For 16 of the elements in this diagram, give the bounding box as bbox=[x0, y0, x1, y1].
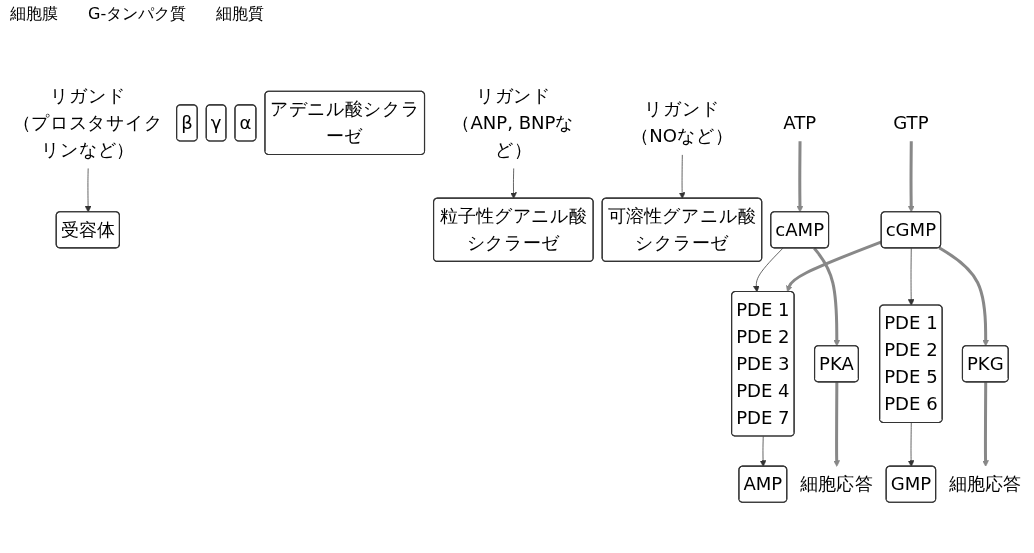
node-text: 細胞応答 bbox=[800, 473, 873, 495]
arrow bbox=[796, 141, 804, 213]
arrow bbox=[938, 246, 989, 347]
node-text: ATP bbox=[783, 112, 817, 134]
note-text: 細胞膜 bbox=[10, 4, 58, 25]
node-text: リガンド （プロスタサイクリンなど） bbox=[12, 85, 163, 161]
node-text: リガンド （ANP, BNPなど） bbox=[452, 85, 575, 161]
arrow bbox=[982, 382, 989, 467]
node-text: GTP bbox=[893, 112, 929, 134]
arrow bbox=[813, 247, 841, 347]
note-text: G-タンパク質 bbox=[88, 4, 187, 25]
node-text: 細胞応答 bbox=[949, 473, 1022, 495]
arrow bbox=[907, 141, 915, 213]
arrow bbox=[833, 382, 840, 467]
node-text: リガンド （NOなど） bbox=[631, 98, 733, 147]
note-text: 細胞質 bbox=[216, 4, 265, 25]
